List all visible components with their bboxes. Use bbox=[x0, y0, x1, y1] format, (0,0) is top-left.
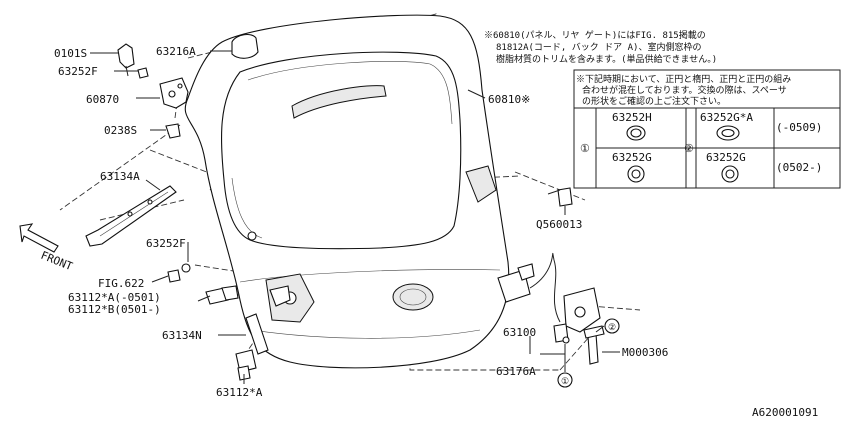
label-fig622: FIG.622 bbox=[98, 277, 144, 290]
cell-part-63252g-2: 63252G bbox=[706, 151, 746, 164]
label-63176a: 63176A bbox=[496, 365, 536, 378]
drawing-id: A620001091 bbox=[752, 406, 818, 419]
trim-strip-63134a bbox=[85, 185, 177, 247]
label-63134n: 63134N bbox=[162, 329, 202, 342]
table-header-line-1: ※下記時期において、正円と楕円、正円と正円の組み bbox=[576, 73, 791, 85]
label-leader-lines bbox=[90, 50, 620, 384]
label-60810: 60810※ bbox=[488, 93, 530, 106]
label-63112a-bottom: 63112*A bbox=[216, 386, 263, 399]
small-fasteners bbox=[167, 263, 291, 381]
label-63112b: 63112*B(0501-) bbox=[68, 303, 161, 316]
label-63134a: 63134A bbox=[100, 170, 140, 183]
label-63112a: 63112*A(-0501) bbox=[68, 291, 161, 304]
latch-assembly bbox=[497, 253, 605, 365]
hinge-assembly bbox=[117, 43, 189, 139]
label-63100: 63100 bbox=[503, 326, 536, 339]
rear-gate-panel bbox=[184, 14, 510, 369]
callout-circle-1 bbox=[557, 372, 573, 388]
callout-2-text: ② bbox=[608, 323, 616, 333]
lamp-lens-part bbox=[231, 33, 259, 59]
callout-circle-2 bbox=[604, 318, 620, 334]
round-spacer-inner-icon bbox=[631, 169, 641, 179]
round-spacer-inner-icon bbox=[725, 169, 735, 179]
table-header-line-3: の形状をご確認の上ご注文下さい。 bbox=[582, 95, 726, 107]
label-m000306: M000306 bbox=[622, 346, 668, 359]
period-1: (-0509) bbox=[776, 121, 822, 134]
cell-part-63252g-1: 63252G bbox=[612, 151, 652, 164]
callout-1-text: ① bbox=[561, 377, 569, 387]
label-60870: 60870 bbox=[86, 93, 119, 106]
period-2: (0502-) bbox=[776, 161, 822, 174]
table-row-mark-2: ② bbox=[684, 142, 694, 155]
label-63252f-top: 63252F bbox=[58, 65, 98, 78]
note-line-3: 樹脂材質のトリムを含みます。(単品供給できません。) bbox=[496, 53, 717, 65]
table-header-line-2: 合わせが混在しております。交換の際は、スペーサ bbox=[582, 84, 787, 96]
label-front: FRONT bbox=[39, 249, 75, 274]
note-line-2: 81812A(コード, バック ドア A)、室内側窓枠の bbox=[496, 41, 701, 53]
cell-part-63252h: 63252H bbox=[612, 111, 652, 124]
label-63216a: 63216A bbox=[156, 45, 196, 58]
label-q560013: Q560013 bbox=[536, 218, 582, 231]
label-0238s: 0238S bbox=[104, 124, 137, 137]
oval-spacer-inner-icon bbox=[721, 128, 735, 138]
spacer-table: ※下記時期において、正円と楕円、正円と正円の組み 合わせが混在しております。交換… bbox=[573, 69, 841, 189]
cell-part-63252g-a: 63252G*A bbox=[700, 111, 753, 124]
top-note: ※60810(パネル、リヤ ゲート)にはFIG. 815掲載の 81812A(コ… bbox=[484, 29, 717, 65]
oval-spacer-inner-icon bbox=[630, 128, 642, 138]
table-row-mark-1: ① bbox=[580, 142, 590, 155]
bolt-q560013 bbox=[547, 187, 573, 207]
note-line-1: ※60810(パネル、リヤ ゲート)にはFIG. 815掲載の bbox=[484, 29, 706, 41]
label-0101s: 0101S bbox=[54, 47, 87, 60]
front-arrow-icon bbox=[19, 223, 59, 253]
strip-63134n bbox=[245, 313, 269, 355]
label-63252f-mid: 63252F bbox=[146, 237, 186, 250]
